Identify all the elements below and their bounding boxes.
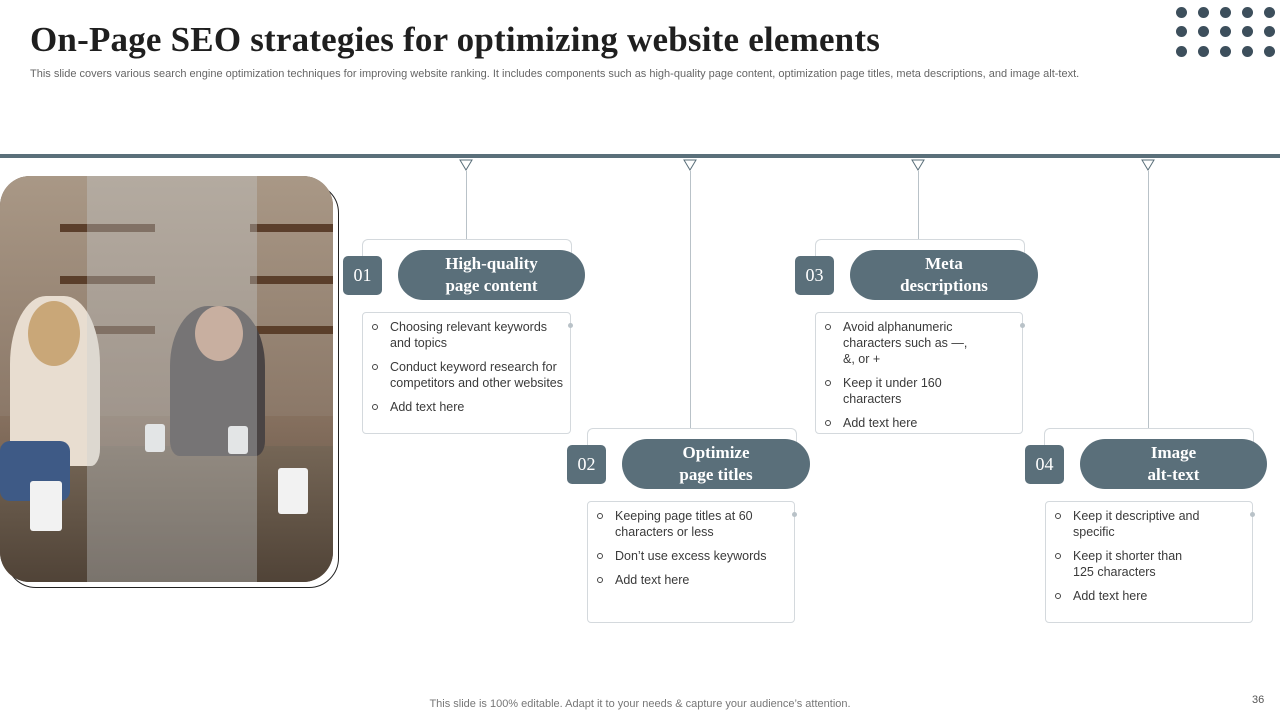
list-item: Avoid alphanumeric characters such as —,… <box>816 319 1022 367</box>
connector-line <box>1148 171 1149 429</box>
connector-line <box>918 171 919 240</box>
step-title-pill: Image alt-text <box>1080 439 1267 489</box>
step-title-pill: High-quality page content <box>398 250 585 300</box>
slide-footer: This slide is 100% editable. Adapt it to… <box>429 698 851 710</box>
list-item: Conduct keyword research for competitors… <box>363 359 570 391</box>
page-number: 36 <box>1252 694 1265 706</box>
step-card: Keeping page titles at 60 characters or … <box>587 501 797 623</box>
slide-title: On-Page SEO strategies for optimizing we… <box>30 20 881 59</box>
step-title-line: High-quality <box>445 254 538 273</box>
list-item: Keep it shorter than 125 characters <box>1046 548 1252 580</box>
list-item: Don’t use excess keywords <box>588 548 794 564</box>
step-card: Avoid alphanumeric characters such as —,… <box>815 312 1025 434</box>
step-card: Keep it descriptive and specific Keep it… <box>1045 501 1255 623</box>
step-title-line: Optimize <box>682 443 750 462</box>
step-title-line: page content <box>445 276 538 295</box>
connector-line <box>466 171 467 240</box>
step-title-line: descriptions <box>900 276 988 295</box>
list-item: Add text here <box>816 415 1022 431</box>
list-item: Add text here <box>363 399 570 415</box>
meeting-photo <box>0 176 333 582</box>
step-title-line: Meta <box>925 254 963 273</box>
timeline-bar <box>0 154 1280 158</box>
slide-subtitle: This slide covers various search engine … <box>30 68 1080 80</box>
step-number: 03 <box>795 256 834 295</box>
step-title-line: Image <box>1150 443 1197 462</box>
step-number: 02 <box>567 445 606 484</box>
step-title-pill: Meta descriptions <box>850 250 1038 300</box>
step-card: Choosing relevant keywords and topics Co… <box>362 312 573 434</box>
connector-line <box>690 171 691 429</box>
step-number: 01 <box>343 256 382 295</box>
decorative-dot-grid <box>1176 7 1276 57</box>
list-item: Keep it under 160 characters <box>816 375 1022 407</box>
list-item: Keeping page titles at 60 characters or … <box>588 508 794 540</box>
list-item: Choosing relevant keywords and topics <box>363 319 570 351</box>
step-title-pill: Optimize page titles <box>622 439 810 489</box>
list-item: Add text here <box>1046 588 1252 604</box>
step-title-line: alt-text <box>1147 465 1200 484</box>
step-title-line: page titles <box>679 465 753 484</box>
step-number: 04 <box>1025 445 1064 484</box>
list-item: Keep it descriptive and specific <box>1046 508 1252 540</box>
list-item: Add text here <box>588 572 794 588</box>
